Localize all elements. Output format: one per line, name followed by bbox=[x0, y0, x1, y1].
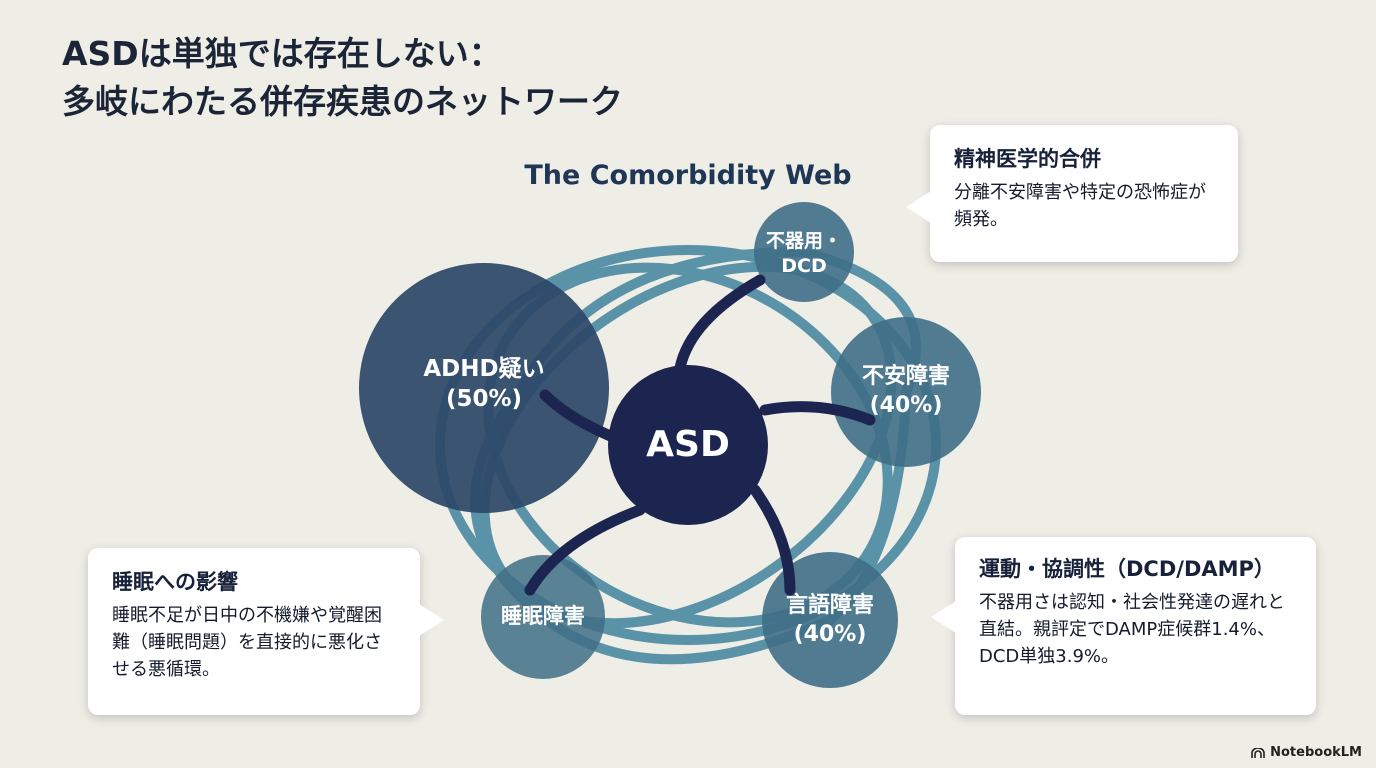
node-dcd-circle bbox=[754, 202, 854, 302]
node-anxiety-circle bbox=[831, 317, 981, 467]
connector-dcd bbox=[674, 274, 766, 374]
callout-psychiatric: 精神医学的合併 分離不安障害や特定の恐怖症が頻発。 bbox=[906, 125, 1238, 262]
node-adhd-pct: (50%) bbox=[445, 386, 523, 412]
callout-body: 睡眠不足が日中の不機嫌や覚醒困難（睡眠問題）を直接的に悪化させる悪循環。 bbox=[112, 605, 382, 680]
node-asd: ASD bbox=[608, 365, 768, 525]
connector-language bbox=[749, 484, 796, 596]
notebooklm-icon bbox=[1251, 747, 1265, 758]
callout-body: 分離不安障害や特定の恐怖症が頻発。 bbox=[954, 182, 1206, 230]
node-language: 言語障害 (40%) bbox=[760, 583, 900, 659]
node-dcd: 不器用・DCD bbox=[754, 222, 854, 286]
callout-pointer bbox=[419, 604, 444, 636]
node-language-circle bbox=[762, 552, 898, 688]
node-dcd-label: 不器用・ bbox=[765, 230, 842, 253]
callout-motor: 運動・協調性（DCD/DAMP） 不器用さは認知・社会性発達の遅れと直結。親評定… bbox=[931, 537, 1316, 715]
node-asd-label: ASD bbox=[646, 423, 730, 465]
callout-title: 運動・協調性（DCD/DAMP） bbox=[979, 557, 1275, 581]
callout-pointer bbox=[931, 601, 956, 633]
node-sleep-circle bbox=[481, 555, 605, 679]
branding-text: NotebookLM bbox=[1270, 745, 1362, 760]
page-title: ASDは単独では存在しない： 多岐にわたる併存疾患のネットワーク bbox=[62, 30, 623, 126]
node-adhd: ADHD疑い (50%) bbox=[384, 330, 584, 440]
node-language-label: 言語障害 bbox=[785, 593, 874, 619]
node-adhd-label: ADHD疑い bbox=[423, 356, 545, 383]
diagram-subtitle: The Comorbidity Web bbox=[524, 160, 852, 191]
node-anxiety-pct: (40%) bbox=[869, 393, 943, 418]
callout-title: 睡眠への影響 bbox=[112, 570, 238, 594]
callout-sleep: 睡眠への影響 睡眠不足が日中の不機嫌や覚醒困難（睡眠問題）を直接的に悪化させる悪… bbox=[88, 548, 444, 715]
node-anxiety: 不安障害 (40%) bbox=[836, 352, 976, 432]
title-line-2: 多岐にわたる併存疾患のネットワーク bbox=[62, 82, 623, 121]
connector-anxiety bbox=[759, 401, 876, 426]
callout-body: 不器用さは認知・社会性発達の遅れと直結。親評定でDAMP症候群1.4%、DCD単… bbox=[979, 592, 1285, 667]
asd-connectors bbox=[524, 274, 876, 596]
title-line-1: ASDは単独では存在しない： bbox=[62, 34, 502, 73]
callout-pointer bbox=[906, 191, 931, 223]
connector-sleep bbox=[524, 504, 646, 596]
node-language-pct: (40%) bbox=[793, 622, 867, 647]
node-asd-circle bbox=[608, 365, 768, 525]
node-adhd-circle bbox=[359, 263, 609, 513]
node-anxiety-label: 不安障害 bbox=[861, 364, 950, 390]
callout-title: 精神医学的合併 bbox=[954, 147, 1101, 171]
node-dcd-label-2: DCD bbox=[781, 255, 827, 277]
node-sleep-label: 睡眠障害 bbox=[501, 604, 585, 629]
node-sleep: 睡眠障害 bbox=[478, 597, 608, 637]
notebooklm-logo: NotebookLM bbox=[1251, 745, 1362, 760]
